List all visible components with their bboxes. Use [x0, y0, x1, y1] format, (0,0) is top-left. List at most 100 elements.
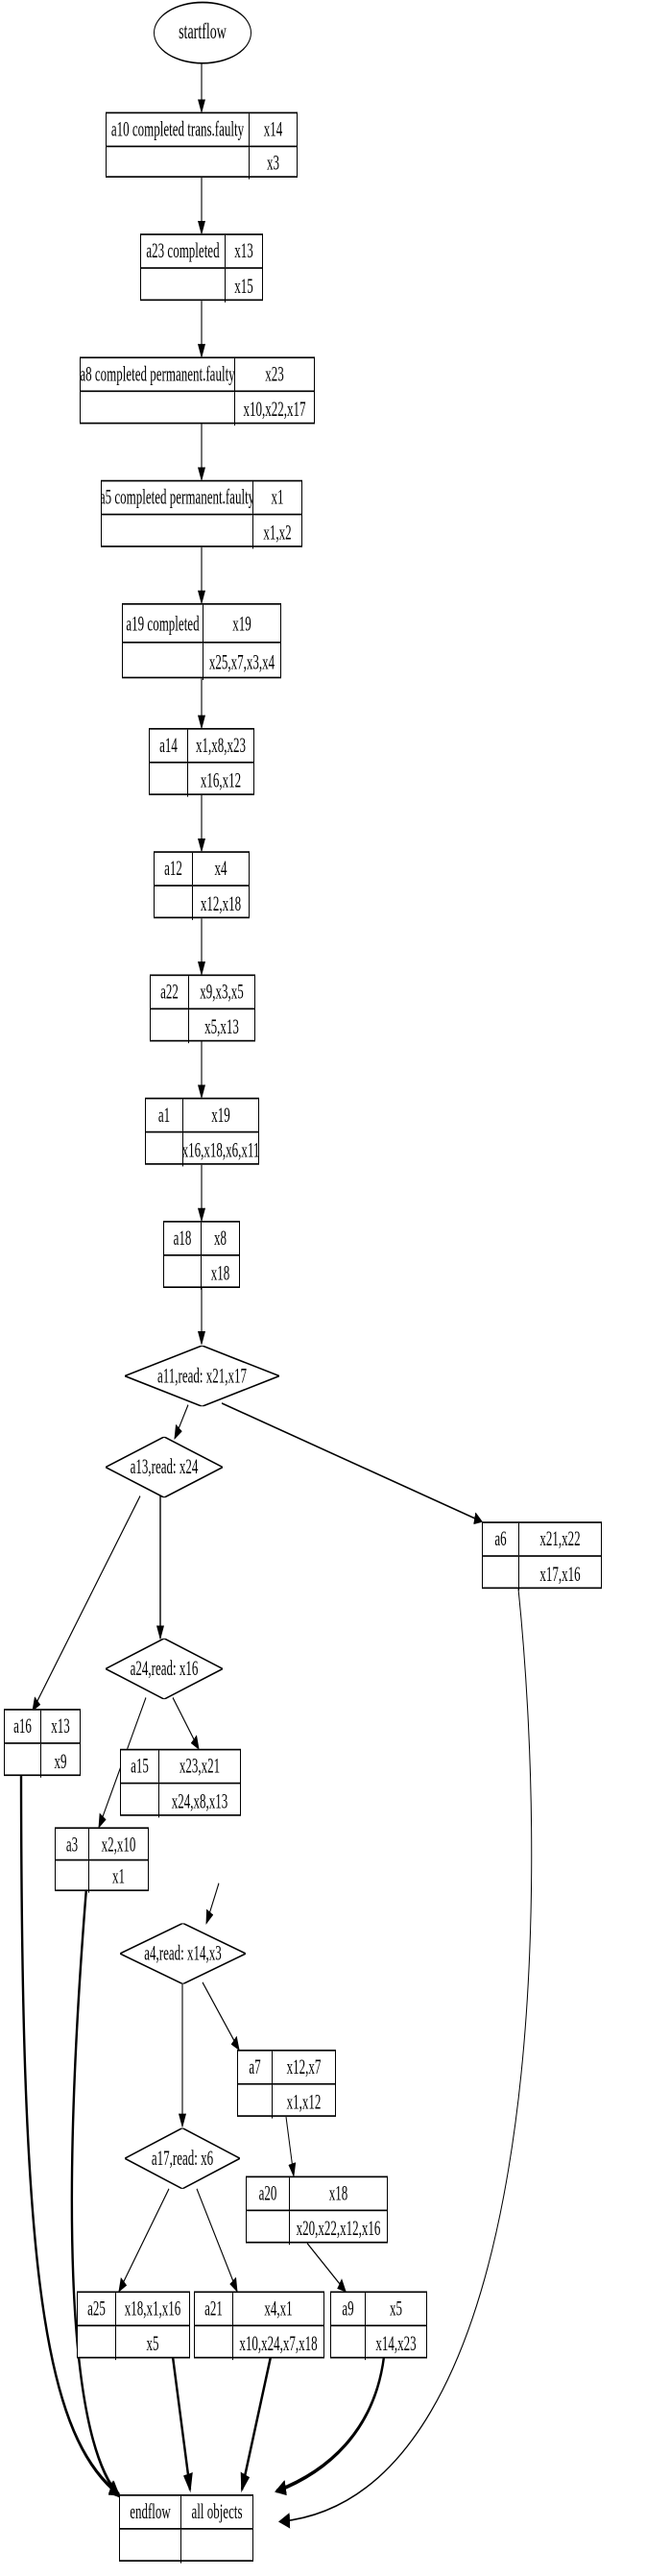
endflow-label: endflow: [120, 2495, 181, 2529]
a20-right2: x20,x22,x12,x16: [296, 2215, 381, 2240]
edge-a7-a20: [285, 2116, 297, 2178]
a6-left: a6: [483, 1522, 519, 1556]
a17-diamond-shape: [125, 2127, 240, 2189]
a19-right: x19: [232, 610, 251, 635]
a12-right2: x12,x18: [200, 890, 242, 915]
a7-left2: [238, 2084, 273, 2119]
a21-left: a21: [195, 2293, 233, 2325]
a16-right: x13: [51, 1713, 70, 1738]
node-a16[interactable]: a16 x13 x9: [4, 1709, 81, 1778]
endflow-left2: [120, 2529, 181, 2564]
a3-right: x2,x10: [101, 1831, 136, 1856]
a6-right2: x17,x16: [539, 1561, 581, 1586]
a11-label: a11,read: x21,x17: [156, 1363, 248, 1388]
edge-a16-endflow: [19, 1760, 121, 2496]
a13-label: a13,read: x24: [130, 1454, 199, 1479]
a1-left: a1: [146, 1099, 183, 1131]
node-a21[interactable]: a21 x4,x1 x10,x24,x7,x18: [194, 2291, 324, 2361]
a20-left: a20: [247, 2177, 290, 2210]
a9-left2: [331, 2326, 366, 2361]
a20-left2: [247, 2211, 290, 2246]
a14-right2: x16,x12: [200, 766, 242, 791]
a10-right: x14: [263, 116, 283, 141]
a16-left2: [5, 1743, 41, 1778]
a23-left2: [141, 268, 226, 303]
a10-left2: [107, 147, 250, 180]
a21-right: x4,x1: [264, 2296, 293, 2321]
a1-right2: x16,x18,x6,x11: [183, 1136, 258, 1161]
a12-left2: [155, 886, 193, 920]
a22-left: a22: [151, 976, 189, 1009]
a3-left2: [56, 1860, 89, 1893]
a7-left: a7: [238, 2051, 273, 2083]
decision-a17[interactable]: a17,read: x6: [125, 2127, 240, 2189]
a18-right: x8: [214, 1226, 227, 1251]
node-startflow[interactable]: startflow: [154, 1, 251, 64]
a14-left2: [150, 763, 188, 797]
a9-right2: x14,x23: [375, 2330, 417, 2355]
a10-right2: x3: [267, 150, 279, 175]
decision-a24[interactable]: a24,read: x16: [106, 1638, 223, 1700]
endflow-right2: [181, 2530, 252, 2564]
decision-a13[interactable]: a13,read: x24: [106, 1436, 223, 1498]
node-a1[interactable]: a1 x19 x16,x18,x6,x11: [145, 1097, 259, 1167]
edge-a9-endflow: [275, 2356, 386, 2496]
decision-a4[interactable]: a4,read: x14,x3: [120, 1923, 246, 1984]
edge-a17-a25: [118, 2188, 170, 2293]
edge-a20-a9: [306, 2242, 347, 2293]
edge-a6-endflow: [278, 1589, 533, 2529]
a18-left: a18: [164, 1222, 202, 1255]
a16-left: a16: [5, 1710, 41, 1743]
a24-label: a24,read: x16: [130, 1656, 199, 1681]
startflow-label: startflow: [179, 19, 227, 44]
a6-right: x21,x22: [539, 1526, 581, 1551]
a14-right: x1,x8,x23: [196, 732, 246, 757]
edge-a15-a4: [205, 1883, 220, 1925]
a18-right2: x18: [210, 1259, 230, 1284]
a12-right: x4: [214, 856, 227, 881]
a4-label: a4,read: x14,x3: [144, 1940, 222, 1965]
a8-right: x23: [265, 361, 284, 386]
edge-a11-a13: [174, 1404, 189, 1440]
a1-right: x19: [211, 1102, 230, 1127]
a17-label: a17,read: x6: [151, 2145, 214, 2170]
a5-right2: x1,x2: [263, 519, 292, 544]
node-a18[interactable]: a18 x8 x18: [163, 1221, 240, 1290]
a7-right: x12,x7: [286, 2054, 322, 2078]
decision-a11[interactable]: a11,read: x21,x17: [125, 1345, 279, 1407]
edge-a13-a16: [32, 1495, 141, 1713]
a15-left2: [121, 1784, 159, 1818]
a5-left2: [102, 515, 253, 549]
edge-a4-a7: [202, 1981, 240, 2052]
a5-left: a5 completed permanent.faulty: [102, 481, 253, 514]
node-a6[interactable]: a6 x21,x22 x17,x16: [482, 1521, 602, 1591]
a16-right2: x9: [54, 1747, 67, 1772]
a9-left: a9: [331, 2293, 366, 2325]
a19-left2: [123, 643, 203, 680]
edge-a21-endflow: [240, 2356, 273, 2493]
a21-right2: x10,x24,x7,x18: [239, 2330, 318, 2355]
a11-diamond-shape: [125, 1345, 279, 1407]
a22-right2: x5,x13: [204, 1013, 239, 1038]
a15-right: x23,x21: [179, 1753, 221, 1778]
edge-a3-endflow: [70, 1887, 121, 2498]
a13-diamond-shape: [106, 1436, 223, 1498]
a23-right2: x15: [234, 273, 253, 298]
